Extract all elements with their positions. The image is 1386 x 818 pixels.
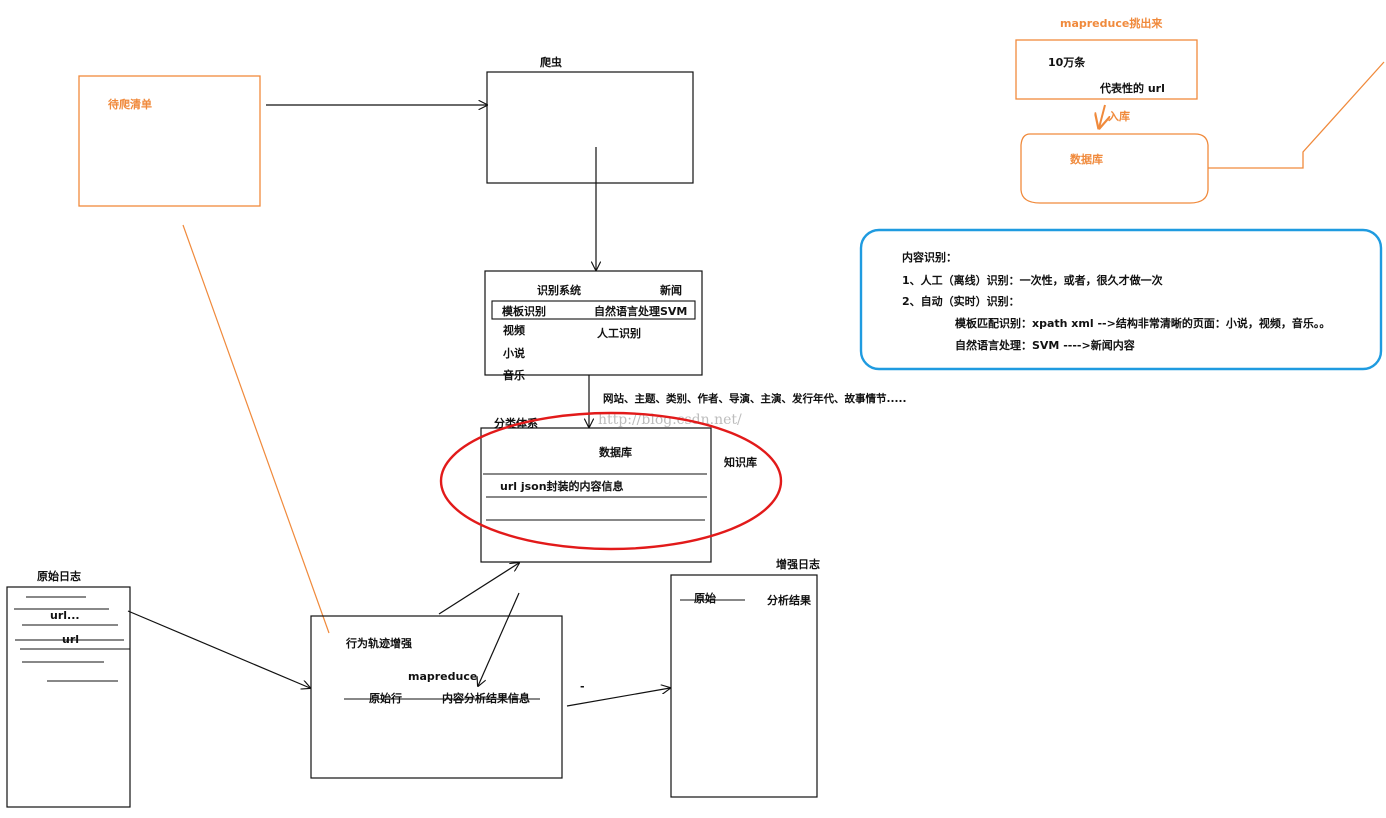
watermark-text: http://blog.csdn.net/: [598, 412, 742, 428]
raw-log-url-a: url...: [50, 609, 80, 622]
store-label: 入库: [1108, 109, 1130, 123]
arrow-behavior-to-db: [438, 563, 519, 615]
database-connector-line: [1208, 61, 1385, 169]
behavior-box: [310, 615, 563, 779]
crawl-queue-label: 待爬清单: [107, 97, 152, 111]
knowledge-base-label: 知识库: [723, 455, 757, 469]
knowledge-base-ellipse: [439, 411, 783, 551]
raw-row-label: 原始行: [369, 691, 402, 705]
raw-log-url-b: url: [62, 633, 79, 646]
crawler-box: [486, 71, 694, 184]
classification-label: 分类体系: [494, 416, 538, 430]
analysis-result-label: 分析结果: [767, 593, 811, 607]
enhanced-raw-label: 原始: [694, 591, 716, 605]
orange-feedback-line: [182, 224, 330, 634]
news-label: 新闻: [660, 283, 682, 297]
behavior-label: 行为轨迹增强: [345, 636, 412, 650]
database-mid-label: 数据库: [599, 445, 632, 459]
content-result-label: 内容分析结果信息: [442, 691, 530, 705]
arrow-rawlog-to-behavior: [127, 610, 310, 688]
arrow-behavior-to-enhanced: [566, 688, 670, 707]
nlp-svm-label: 自然语言处理SVM: [594, 304, 687, 318]
enhanced-log-box: [670, 574, 818, 798]
novel-label: 小说: [502, 346, 525, 360]
attributes-label: 网站、主题、类别、作者、导演、主演、发行年代、故事情节.....: [603, 392, 906, 405]
music-label: 音乐: [503, 368, 525, 382]
recognition-system-box: [484, 270, 703, 376]
database-top-label: 数据库: [1070, 152, 1103, 166]
info-line3: 模板匹配识别：xpath xml -->结构非常清晰的页面：小说，视频，音乐。。: [955, 316, 1330, 330]
raw-log-box: [6, 586, 131, 808]
info-line1: 1、人工（离线）识别：一次性，或者，很久才做一次: [902, 273, 1163, 287]
database-top-shape: [1020, 133, 1209, 204]
crawl-queue-box: [78, 75, 261, 207]
mapreduce-label: mapreduce: [408, 670, 477, 683]
mapreduce-pick-label: mapreduce挑出来: [1060, 16, 1163, 30]
info-line2: 2、自动（实时）识别：: [902, 294, 1020, 308]
hundred-k-label: 10万条: [1048, 55, 1086, 69]
crawler-label: 爬虫: [540, 55, 562, 69]
template-recognition-label: 模板识别: [502, 304, 546, 318]
info-line4: 自然语言处理：SVM ---->新闻内容: [955, 338, 1135, 352]
video-label: 视频: [503, 323, 525, 337]
arrow-db-to-behavior: [478, 592, 520, 686]
dash-mark: -: [580, 680, 585, 693]
raw-log-label: 原始日志: [37, 569, 81, 583]
info-title: 内容识别：: [902, 250, 957, 264]
sample-box: [1015, 39, 1198, 100]
url-json-label: url json封装的内容信息: [500, 479, 624, 493]
classification-box: [480, 427, 712, 563]
representative-url-label: 代表性的 url: [1099, 81, 1165, 95]
enhanced-log-label: 增强日志: [776, 557, 820, 571]
manual-recognition-label: 人工识别: [597, 326, 641, 340]
recognition-row-box: [491, 300, 696, 320]
arrow-store: [1099, 104, 1105, 128]
content-recognition-box: [859, 228, 1383, 371]
recognition-system-label: 识别系统: [537, 283, 581, 297]
